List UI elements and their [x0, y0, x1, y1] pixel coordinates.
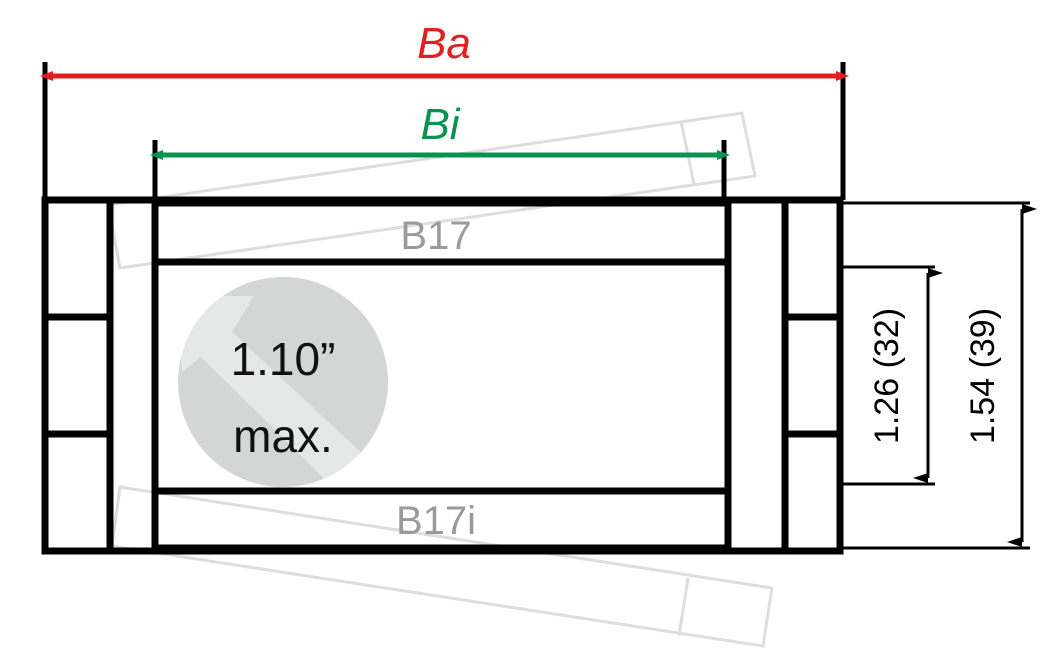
main-outline-group [41, 196, 844, 555]
callout-circle-group [178, 277, 388, 487]
outer-rails [41, 196, 844, 555]
bi-label: Bi [420, 100, 460, 149]
b17-label: B17 [400, 214, 471, 258]
b17i-label: B17i [396, 499, 476, 543]
bi-dimension-group [150, 140, 730, 203]
ba-label: Ba [417, 19, 471, 68]
callout-line1: 1.10” [231, 333, 336, 385]
inner-height-label: 1.26 (32) [868, 308, 906, 444]
left-flange-column [41, 196, 114, 555]
callout-line2: max. [233, 410, 333, 462]
right-dimension-lines [840, 201, 1037, 550]
outer-height-label: 1.54 (39) [964, 308, 1002, 444]
right-flange-columns [781, 196, 844, 555]
ba-dimension-group [40, 62, 849, 200]
